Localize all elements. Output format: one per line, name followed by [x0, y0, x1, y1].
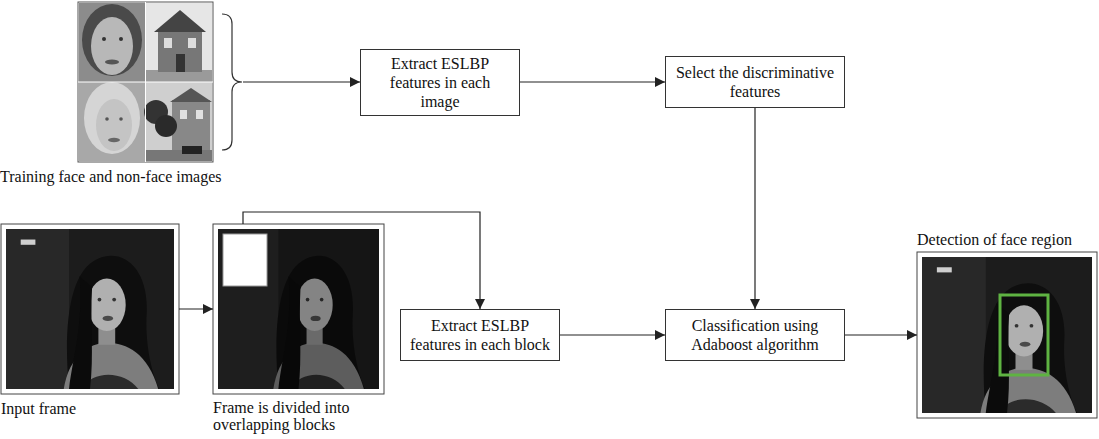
face-image-part — [79, 3, 145, 82]
house-image-part — [188, 38, 196, 48]
training-images-part — [78, 82, 213, 83]
building-image-part — [146, 150, 212, 161]
input-frame-image-part — [6, 229, 174, 389]
training-images-part — [78, 2, 213, 162]
divided-frame-image — [213, 224, 384, 394]
face-image-part — [79, 82, 145, 161]
image-group: Training face and non-face images — [78, 2, 213, 162]
image-caption: Input frame — [1, 400, 179, 417]
face-image-part — [105, 60, 119, 65]
face-image — [79, 3, 145, 82]
face-image-part — [119, 117, 123, 121]
box-label: Select the discriminative features — [674, 63, 836, 101]
face-image-part — [119, 37, 123, 41]
face-image-part — [102, 37, 106, 41]
building-image-part — [196, 110, 203, 119]
input-frame-image — [1, 224, 179, 394]
box-label: Extract ESLBP features in each block — [409, 316, 551, 354]
house-image-part — [146, 3, 212, 82]
flow-arrow — [243, 81, 360, 82]
image-frame: Frame is divided into overlapping blocks — [213, 224, 384, 394]
flow-arrow — [754, 108, 755, 309]
detection-frame-image-part — [922, 257, 1092, 413]
face-image-part — [91, 17, 133, 75]
house-image-part — [154, 10, 206, 32]
process-box: Select the discriminative features — [665, 56, 845, 108]
building-image-part — [155, 115, 177, 137]
divided-frame-image-part — [223, 234, 267, 286]
box-label: Extract ESLBP features in each image — [369, 54, 511, 111]
image-frame: Detection of face region — [917, 252, 1097, 418]
house-image-part — [176, 54, 185, 72]
face-image-part — [84, 82, 140, 154]
building-image-part — [182, 146, 202, 154]
box-label: Classification using Adaboost algorithm — [674, 316, 836, 354]
divided-frame-image-part — [218, 229, 379, 389]
flow-arrow — [845, 334, 917, 335]
face-image-part — [82, 4, 142, 76]
flow-arrow — [520, 81, 665, 82]
flow-arrow — [179, 308, 213, 309]
building-image-part — [180, 110, 187, 119]
detection-frame-image-part — [917, 252, 1097, 418]
flow-arrow — [560, 334, 665, 335]
face-image-part — [108, 138, 120, 142]
house-image-part — [158, 30, 202, 72]
face-image-part — [96, 99, 132, 151]
process-box: Classification using Adaboost algorithm — [665, 309, 845, 361]
image-caption: Frame is divided into overlapping blocks — [213, 399, 381, 433]
flow-arrow — [243, 212, 480, 309]
brace-bracket — [222, 14, 242, 150]
process-box: Extract ESLBP features in each block — [400, 309, 560, 361]
face-image-part — [105, 117, 109, 121]
process-box: Extract ESLBP features in each image — [360, 49, 520, 116]
image-caption: Detection of face region — [917, 231, 1097, 248]
building-image — [144, 82, 212, 161]
detection-frame-image-part — [1000, 295, 1048, 375]
divided-frame-image-part — [218, 229, 379, 389]
face-image — [79, 82, 145, 161]
input-frame-image-part — [1, 224, 179, 394]
house-image — [146, 3, 212, 82]
building-image-part — [170, 88, 212, 102]
training-images — [78, 2, 213, 162]
building-image-part — [172, 100, 210, 152]
divided-frame-image-part — [213, 224, 384, 394]
detection-frame-image — [917, 252, 1097, 418]
image-frame: Input frame — [1, 224, 179, 394]
image-caption: Training face and non-face images — [0, 168, 300, 185]
house-image-part — [164, 38, 172, 48]
